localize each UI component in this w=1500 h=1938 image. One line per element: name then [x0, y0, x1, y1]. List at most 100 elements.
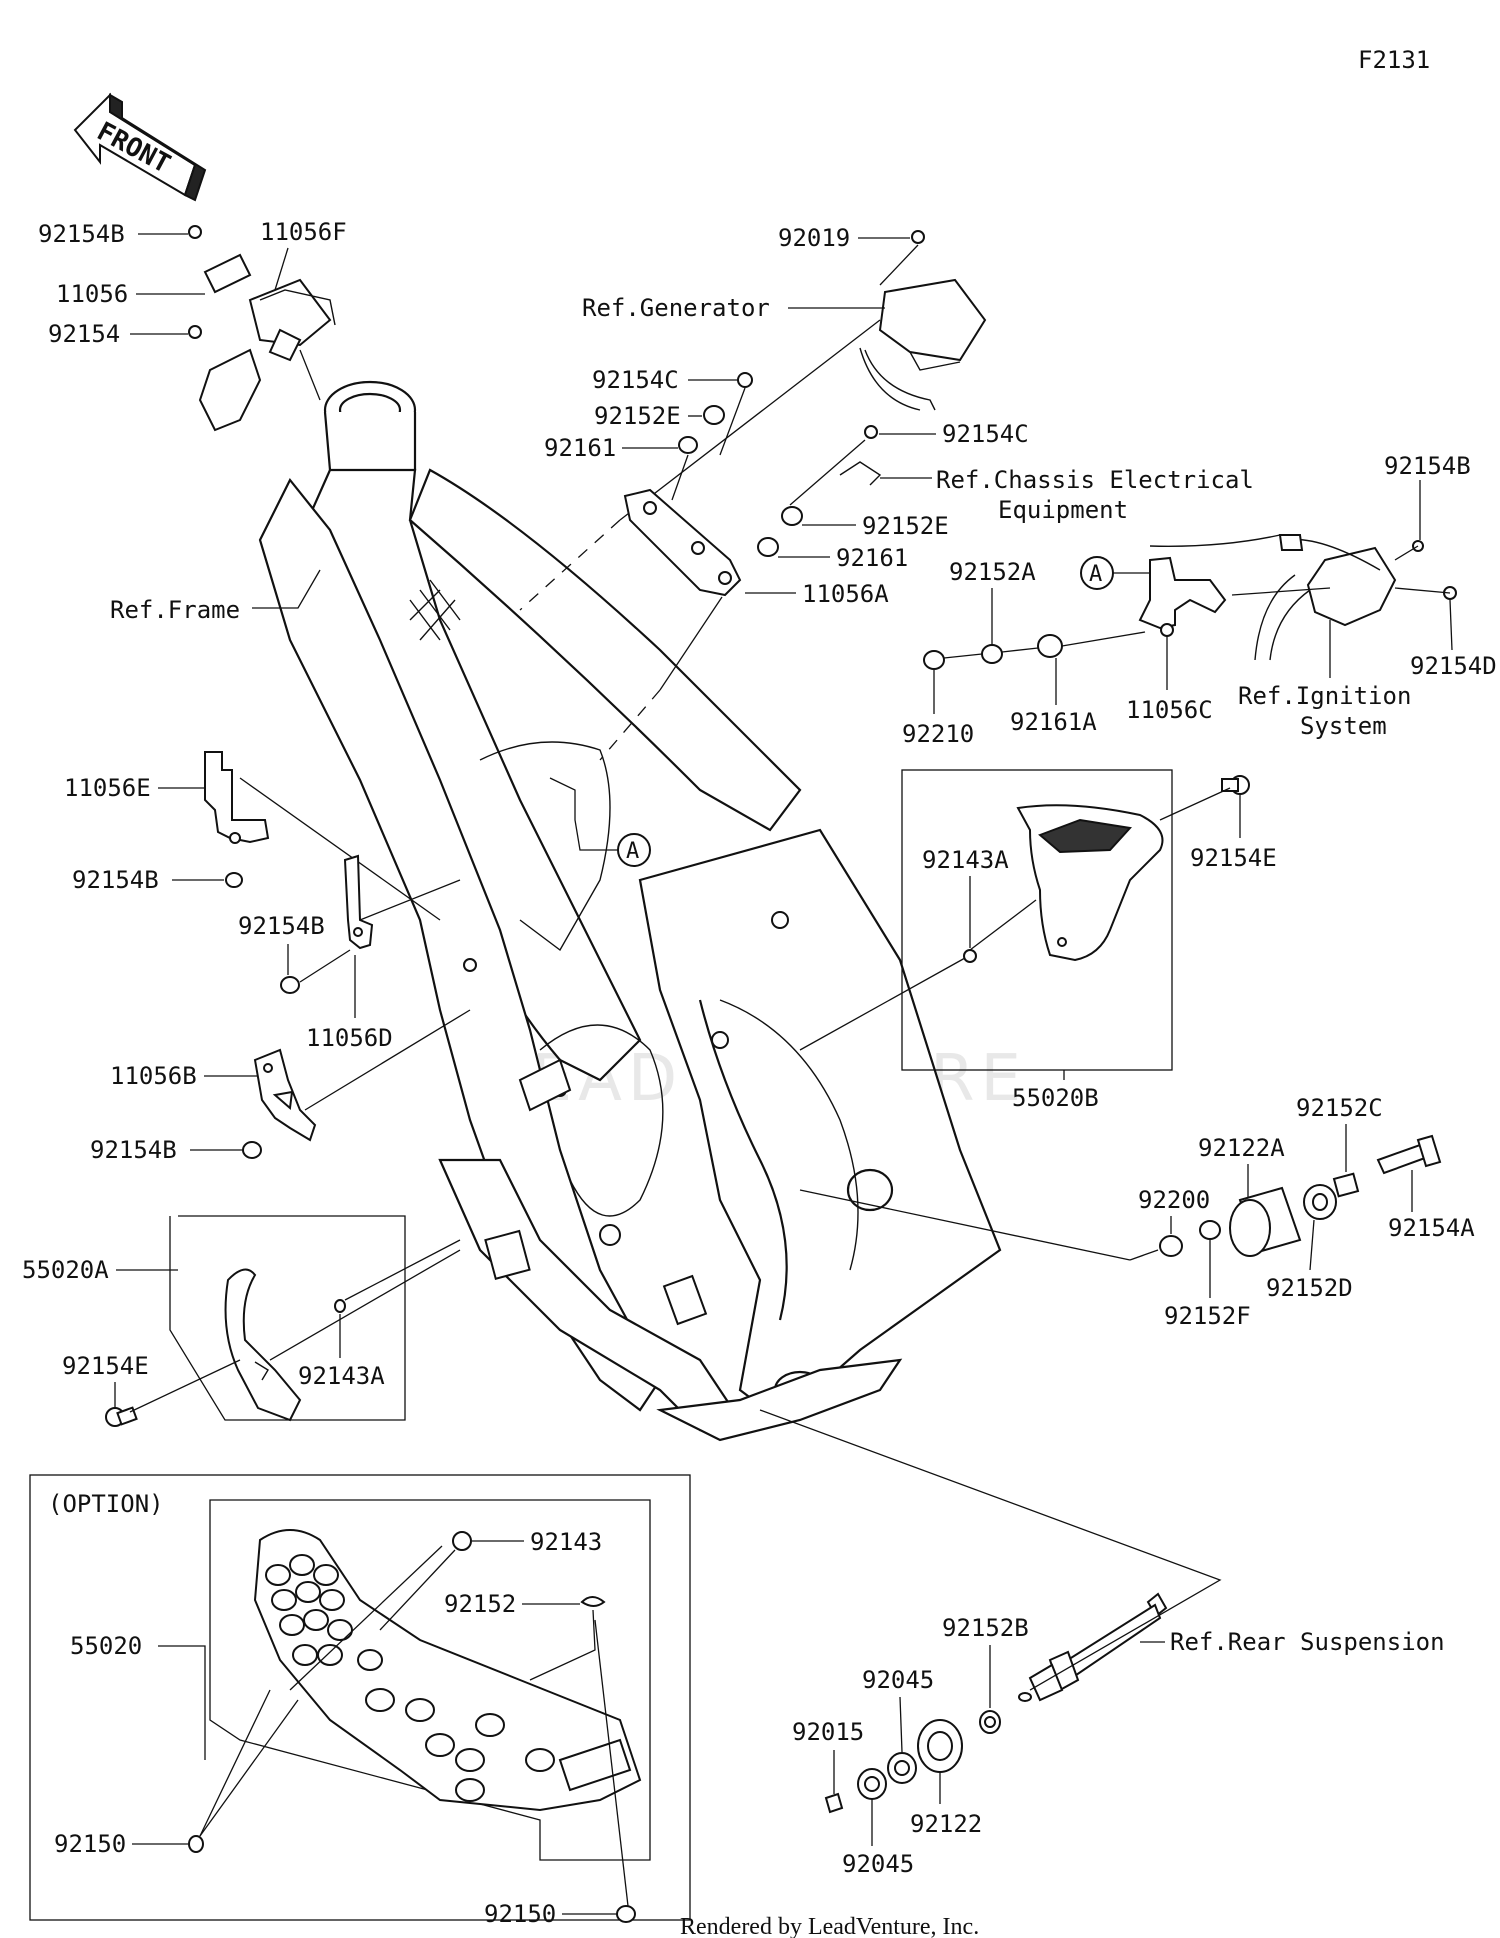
- label-11056C: 11056C: [1126, 696, 1213, 724]
- label-ref-chassis-1: Ref.Chassis Electrical: [936, 466, 1254, 494]
- guard-55020B-drawing: [963, 775, 1250, 963]
- bolt-92154B-mid2-icon: [280, 976, 300, 994]
- label-55020: 55020: [70, 1632, 142, 1660]
- generator-drawing: [859, 230, 987, 411]
- label-ref-generator: Ref.Generator: [582, 294, 770, 322]
- label-92161-2: 92161: [836, 544, 908, 572]
- label-92152A: 92152A: [949, 558, 1036, 586]
- label-ref-rear-suspension: Ref.Rear Suspension: [1170, 1628, 1445, 1656]
- collar-92152F-icon: [1199, 1220, 1221, 1240]
- label-92045-top: 92045: [862, 1666, 934, 1694]
- label-92152D: 92152D: [1266, 1274, 1353, 1302]
- label-92045-bottom: 92045: [842, 1850, 914, 1878]
- label-92143A-left: 92143A: [298, 1362, 385, 1390]
- box-55020A: [169, 1215, 406, 1421]
- label-92154B-top: 92154B: [38, 220, 125, 248]
- box-55020B: [901, 769, 1173, 1071]
- label-92154D: 92154D: [1410, 652, 1497, 680]
- label-92154B-mid1: 92154B: [72, 866, 159, 894]
- figure-id: F2131: [1358, 46, 1430, 74]
- label-92154A: 92154A: [1388, 1214, 1475, 1242]
- bolt-92154B-mid1-icon: [225, 872, 243, 888]
- washer-92200-icon: [1159, 1235, 1183, 1257]
- bolt-92150-bottom-icon: [616, 1905, 636, 1923]
- label-92154C-2: 92154C: [942, 420, 1029, 448]
- grommet-92161-icon: [678, 436, 698, 454]
- label-92152E-1: 92152E: [594, 402, 681, 430]
- bolt-92154B-mid3-icon: [242, 1141, 262, 1159]
- main-frame-drawing: [258, 380, 1002, 1442]
- label-92152B: 92152B: [942, 1614, 1029, 1642]
- bracket-11056D-drawing: [280, 854, 374, 994]
- label-92150-left: 92150: [54, 1830, 126, 1858]
- spacer-92122A-icon: [1229, 1199, 1271, 1257]
- label-ref-ignition-1: Ref.Ignition: [1238, 682, 1411, 710]
- label-92019: 92019: [778, 224, 850, 252]
- label-92200: 92200: [1138, 1186, 1210, 1214]
- plate-11056-icon: [203, 253, 252, 294]
- callout-a-bracket-label: A: [1089, 562, 1102, 587]
- nut-92150-left-icon: [188, 1835, 204, 1853]
- guard-55020A-drawing: [105, 1268, 346, 1427]
- label-92154B-right: 92154B: [1384, 452, 1471, 480]
- nut-92015-icon: [824, 1792, 844, 1814]
- label-92154B-mid3: 92154B: [90, 1136, 177, 1164]
- collar-92143-icon: [452, 1531, 472, 1551]
- label-92152C: 92152C: [1296, 1094, 1383, 1122]
- label-92152: 92152: [444, 1590, 516, 1618]
- nut-92152-icon: [580, 1596, 606, 1607]
- callout-a-frame: A: [549, 777, 651, 867]
- label-55020A: 55020A: [22, 1256, 109, 1284]
- label-92154: 92154: [48, 320, 120, 348]
- option-box: [29, 1474, 691, 1921]
- collar-92143A-right-icon: [963, 949, 977, 963]
- bracket-11056E-drawing: [204, 751, 270, 888]
- label-92152E-2: 92152E: [862, 512, 949, 540]
- credit-text: Rendered by LeadVenture, Inc.: [680, 1914, 979, 1938]
- label-92154E-left: 92154E: [62, 1352, 149, 1380]
- label-ref-frame: Ref.Frame: [110, 596, 240, 624]
- label-92154B-mid2: 92154B: [238, 912, 325, 940]
- front-arrow-icon: FRONT: [73, 92, 207, 202]
- bolt-92154A-icon: [1376, 1143, 1427, 1175]
- bracket-11056B-drawing: [242, 1048, 317, 1159]
- collar-92152C-icon: [1332, 1172, 1360, 1198]
- collar-92143A-left-icon: [334, 1299, 346, 1313]
- collar-92152A-icon: [981, 644, 1003, 664]
- label-92152F: 92152F: [1164, 1302, 1251, 1330]
- label-11056: 11056: [56, 280, 128, 308]
- option-label: (OPTION): [48, 1490, 164, 1518]
- label-11056E: 11056E: [64, 774, 151, 802]
- label-11056F: 11056F: [260, 218, 347, 246]
- label-92122: 92122: [910, 1810, 982, 1838]
- callout-a-bracket: A: [1080, 556, 1155, 590]
- label-ref-ignition-2: System: [1300, 712, 1387, 740]
- label-11056B: 11056B: [110, 1062, 197, 1090]
- ignition-drawing: [923, 534, 1457, 670]
- skid-plate-55020-drawing: [188, 1529, 642, 1923]
- label-11056D: 11056D: [306, 1024, 393, 1052]
- label-92161A: 92161A: [1010, 708, 1097, 736]
- label-92122A: 92122A: [1198, 1134, 1285, 1162]
- callout-a-frame-label: A: [626, 839, 639, 864]
- label-92150-bottom: 92150: [484, 1900, 556, 1928]
- label-92143A-right: 92143A: [922, 846, 1009, 874]
- nut-92019-icon: [911, 230, 925, 244]
- label-92143: 92143: [530, 1528, 602, 1556]
- bolt-92154-icon: [188, 325, 202, 339]
- label-ref-chassis-2: Equipment: [998, 496, 1128, 524]
- label-92210: 92210: [902, 720, 974, 748]
- bracket-11056C-icon: [1138, 556, 1227, 630]
- collar-92152E-icon: [703, 405, 725, 425]
- bracket-11056A-drawing: [623, 372, 882, 597]
- grommet-92161A-icon: [1037, 634, 1063, 658]
- label-92154C-1: 92154C: [592, 366, 679, 394]
- label-92015: 92015: [792, 1718, 864, 1746]
- bracket-11056F-drawing: [188, 225, 336, 432]
- bolt-92154C-icon: [737, 372, 753, 388]
- label-92154E-right: 92154E: [1190, 844, 1277, 872]
- bolt-92154B-icon: [188, 225, 202, 239]
- label-11056A: 11056A: [802, 580, 889, 608]
